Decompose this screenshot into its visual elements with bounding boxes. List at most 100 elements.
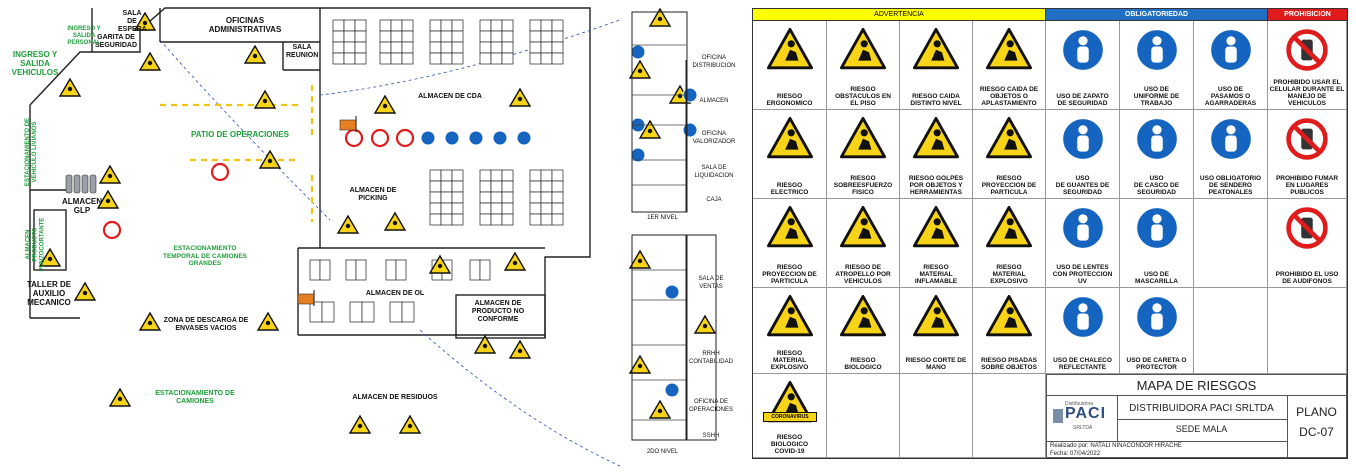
sign-caption: RIESGO OBSTACULOS EN EL PISO [835,86,891,107]
warning-triangle-icon [839,205,887,253]
advertencia-sign: RIESGO ERGONOMICO [753,21,827,110]
zone-label-almacen-residuos: ALMACEN DE RESIDUOS [352,394,438,401]
rack-block [529,19,564,65]
rack-block [309,259,331,281]
obligatoriedad-sign: USO DE PASAMOS O AGARRADERAS [1194,21,1268,110]
mandatory-circle-icon [1134,205,1180,256]
sign-caption: RIESGO PROYECCION DE PARTICULA [762,264,817,285]
warning-triangle-icon [985,205,1033,253]
advertencia-sign: RIESGO PROYECCION DE PARTICULA [753,199,827,288]
company-name: DISTRIBUIDORA PACI SRLTDA [1129,403,1274,414]
sign-caption: RIESGO CAIDA DISTINTO NIVEL [910,93,962,107]
zone-label-almacen-glp: ALMACEN GLP [62,197,102,215]
obligatoriedad-sign: USO DE ZAPATO DE SEGURIDAD [1046,21,1120,110]
coronavirus-badge: CORONAVIRUS [763,412,817,422]
title-block: MAPA DE RIESGOS Distribuidora PACI SRLTD… [1046,374,1348,458]
gas-cylinder-icon [73,174,81,194]
hazard-sign-icon [638,119,662,139]
sign-caption: USO DE ZAPATO DE SEGURIDAD [1056,93,1109,107]
warning-triangle-icon [985,116,1033,164]
hazard-sign-icon [503,251,527,271]
rack-block [479,169,514,226]
mandatory-circle-icon [1134,294,1180,345]
hazard-sign-icon [258,149,282,169]
sign-caption: USO DE GUANTES DE SEGURIDAD [1055,175,1110,196]
advertencia-sign: RIESGO BIOLOGICO [827,288,900,374]
rack-block [429,19,464,65]
zone-label-sala-reunion: SALA REUNION [286,44,319,59]
warning-triangle-icon [985,294,1033,342]
plan-hazard-signs [38,7,717,434]
hazard-sign-icon [473,334,497,354]
empty-cell [900,374,973,458]
room-label: OFICINA DISTRIBUCION [692,55,736,69]
zone-label-almacen-picking: ALMACEN DE PICKING [349,187,397,202]
rack-block [479,19,514,65]
rack-block [429,169,464,226]
advertencia-sign: RIESGO OBSTACULOS EN EL PISO [827,21,900,110]
hazard-sign-icon [373,94,397,114]
plano-code: DC-07 [1299,425,1334,439]
sign-caption: USO DE MASCARILLA [1135,271,1178,285]
zone-label-ingreso-personal: INGRESO Y SALIDA PERSONAL [67,26,101,46]
sign-caption: PROHIBIDO USAR EL CELULAR DURANTE EL MAN… [1269,79,1345,107]
mandatory-sign-icon [664,284,680,300]
mandatory-sign-icon [630,44,646,60]
gas-cylinder-icon [65,174,73,194]
zone-label-patio: PATIO DE OPERACIONES [191,130,289,139]
risk-legend: ADVERTENCIA OBLIGATORIEDAD PROHIBICION R… [752,8,1348,459]
prohibition-circle-icon [1284,205,1330,256]
obligatoriedad-sign: USO DE UNIFORME DE TRABAJO [1120,21,1194,110]
sign-caption: USO DE PASAMOS O AGARRADERAS [1204,86,1257,107]
mandatory-circle-icon [1208,27,1254,78]
rack-block [349,301,375,323]
zone-label-almacen-no-conforme: ALMACEN DE PRODUCTO NO CONFORME [471,300,525,323]
author-text: Realizado por: NATALI NINACONDOR HIRACHE [1050,443,1182,449]
zone-label-almacen-cda: ALMACEN DE CDA [418,93,482,100]
room-label: SSHH [702,433,720,439]
advertencia-sign: RIESGO DE ATROPELLO POR VEHICULOS [827,199,900,288]
hazard-sign-icon [38,247,62,267]
site-name: SEDE MALA [1175,424,1228,434]
zone-label-estac-temporal: ESTACIONAMIENTO TEMPORAL DE CAMIONES GRA… [162,245,248,267]
sign-caption: RIESGO SOBREESFUERZO FISICO [833,175,893,196]
advertencia-sign: RIESGO CORTE DE MANO [900,288,973,374]
sign-caption: RIESGO GOLPES POR OBJETOS Y HERRAMIENTAS [908,175,964,196]
warning-triangle-icon [766,27,814,75]
rack-block [332,19,367,65]
obligatoriedad-sign [1194,288,1268,374]
prohibition-sign-icon [344,128,364,148]
hazard-sign-icon [108,387,132,407]
gas-cylinder-icon [81,174,89,194]
header-prohibicion: PROHIBICION [1268,9,1347,21]
mandatory-circle-icon [1134,27,1180,78]
prohibition-circle-icon [1284,116,1330,167]
hazard-sign-icon [628,354,652,374]
hazard-sign-icon [693,314,717,334]
title-mapa: MAPA DE RIESGOS [1136,378,1257,393]
advertencia-sign: RIESGO PISADAS SOBRE OBJETOS [973,288,1046,374]
empty-cell [973,374,1046,458]
prohibicion-sign: PROHIBIDO FUMAR EN LUGARES PUBLICOS [1268,110,1347,199]
mandatory-circle-icon [1060,116,1106,167]
hazard-sign-icon [133,11,157,31]
sign-caption: USO DE CHALECO REFLECTANTE [1053,357,1112,371]
advertencia-sign: RIESGO CAIDA DISTINTO NIVEL [900,21,973,110]
obligatoriedad-sign: USO OBLIGATORIO DE SENDERO PEATONALES [1194,110,1268,199]
hazard-sign-icon [648,399,672,419]
mandatory-sign-icon [420,130,436,146]
sign-caption: RIESGO PISADAS SOBRE OBJETOS [981,357,1037,371]
header-advertencia: ADVERTENCIA [753,9,1046,21]
mandatory-circle-icon [1208,116,1254,167]
zone-label-garita: GARITA DE SEGURIDAD [95,34,138,49]
hazard-sign-icon [348,414,372,434]
advertencia-sign: RIESGO MATERIAL EXPLOSIVO [973,199,1046,288]
hazard-sign-icon [508,339,532,359]
prohibicion-sign: PROHIBIDO EL USO DE AUDIFONOS [1268,199,1347,288]
sign-caption: USO DE CASCO DE SEGURIDAD [1133,175,1180,196]
sign-caption: RIESGO MATERIAL EXPLOSIVO [990,264,1028,285]
hazard-sign-icon [96,189,120,209]
mandatory-circle-icon [1060,205,1106,256]
